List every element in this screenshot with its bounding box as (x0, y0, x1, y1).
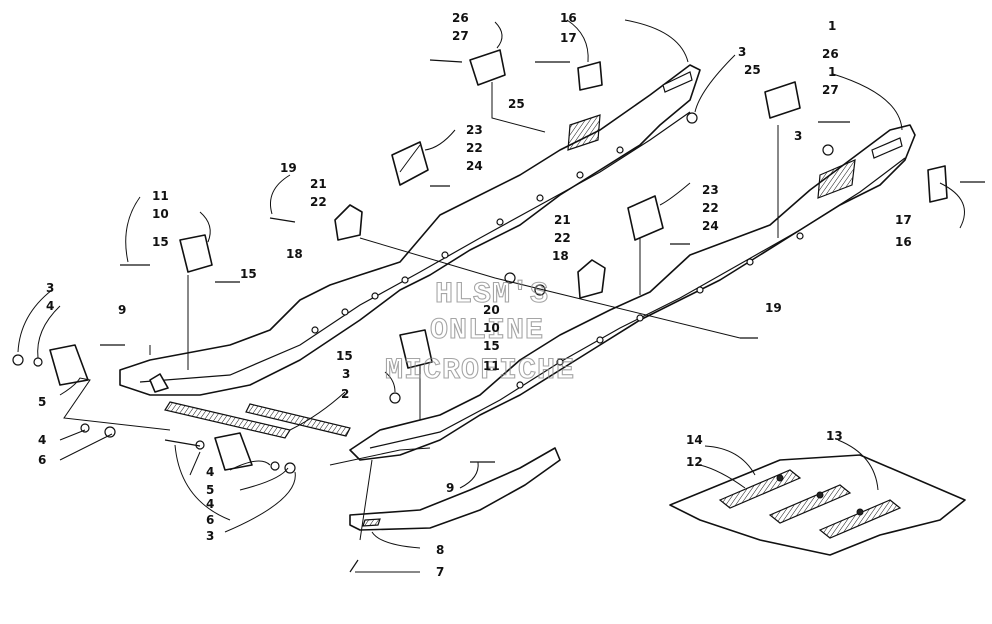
callout-24: 24 (466, 159, 483, 173)
callout-22d: 22 (554, 231, 571, 245)
callout-11: 11 (152, 189, 169, 203)
callout-3b: 3 (794, 129, 802, 143)
callout-15: 15 (152, 235, 169, 249)
callout-22: 22 (466, 141, 483, 155)
callout-3d: 3 (342, 367, 350, 381)
callout-22c: 22 (702, 201, 719, 215)
callout-2: 2 (341, 387, 349, 401)
watermark: HLSM'S ONLINE MICROFICHE (384, 277, 575, 388)
hardware (12, 49, 985, 573)
track-section (669, 454, 966, 556)
callout-26: 26 (452, 11, 469, 25)
callout-3e: 3 (206, 529, 214, 543)
slide-rail-right (349, 124, 916, 461)
callout-15b: 15 (240, 267, 257, 281)
callout-17b: 17 (895, 213, 912, 227)
callout-3c: 3 (46, 281, 54, 295)
callout-6b: 6 (206, 513, 214, 527)
callout-1b: 1 (828, 65, 836, 79)
callout-19b: 19 (765, 301, 782, 315)
callout-10b: 10 (483, 321, 500, 335)
callout-9b: 9 (446, 481, 454, 495)
callout-4c: 4 (206, 465, 214, 479)
watermark-line-1: HLSM'S (435, 278, 549, 312)
callout-labels: 26 27 16 17 25 23 22 24 19 21 22 18 11 1… (38, 11, 912, 579)
callout-4: 4 (46, 299, 54, 313)
callout-23b: 23 (702, 183, 719, 197)
callout-3: 3 (738, 45, 746, 59)
callout-4b: 4 (38, 433, 46, 447)
callout-6: 6 (38, 453, 46, 467)
callout-16b: 16 (895, 235, 912, 249)
callout-15d: 15 (483, 339, 500, 353)
callout-13: 13 (826, 429, 843, 443)
callout-9: 9 (118, 303, 126, 317)
callout-22b: 22 (310, 195, 327, 209)
callout-11b: 11 (483, 359, 500, 373)
callout-18b: 18 (552, 249, 569, 263)
callout-1: 1 (828, 19, 836, 33)
slide-rail-left (119, 64, 701, 396)
callout-26b: 26 (822, 47, 839, 61)
callout-23: 23 (466, 123, 483, 137)
callout-18: 18 (286, 247, 303, 261)
watermark-line-2: ONLINE (430, 314, 544, 348)
watermark-line-3: MICROFICHE (385, 354, 575, 388)
front-wear-piece (349, 447, 561, 531)
callout-4d: 4 (206, 497, 214, 511)
callout-27b: 27 (822, 83, 839, 97)
callout-27: 27 (452, 29, 469, 43)
wear-strips (164, 401, 351, 439)
callout-24b: 24 (702, 219, 719, 233)
callout-15c: 15 (336, 349, 353, 363)
callout-17: 17 (560, 31, 577, 45)
leader-lines (17, 19, 965, 573)
callout-16: 16 (560, 11, 577, 25)
callout-25: 25 (508, 97, 525, 111)
callout-5: 5 (38, 395, 46, 409)
callout-8: 8 (436, 543, 444, 557)
callout-5b: 5 (206, 483, 214, 497)
callout-10: 10 (152, 207, 169, 221)
callout-21b: 21 (554, 213, 571, 227)
callout-25b: 25 (744, 63, 761, 77)
callout-20: 20 (483, 303, 500, 317)
callout-7: 7 (436, 565, 444, 579)
callout-19: 19 (280, 161, 297, 175)
callout-12: 12 (686, 455, 703, 469)
callout-21: 21 (310, 177, 327, 191)
callout-14: 14 (686, 433, 703, 447)
